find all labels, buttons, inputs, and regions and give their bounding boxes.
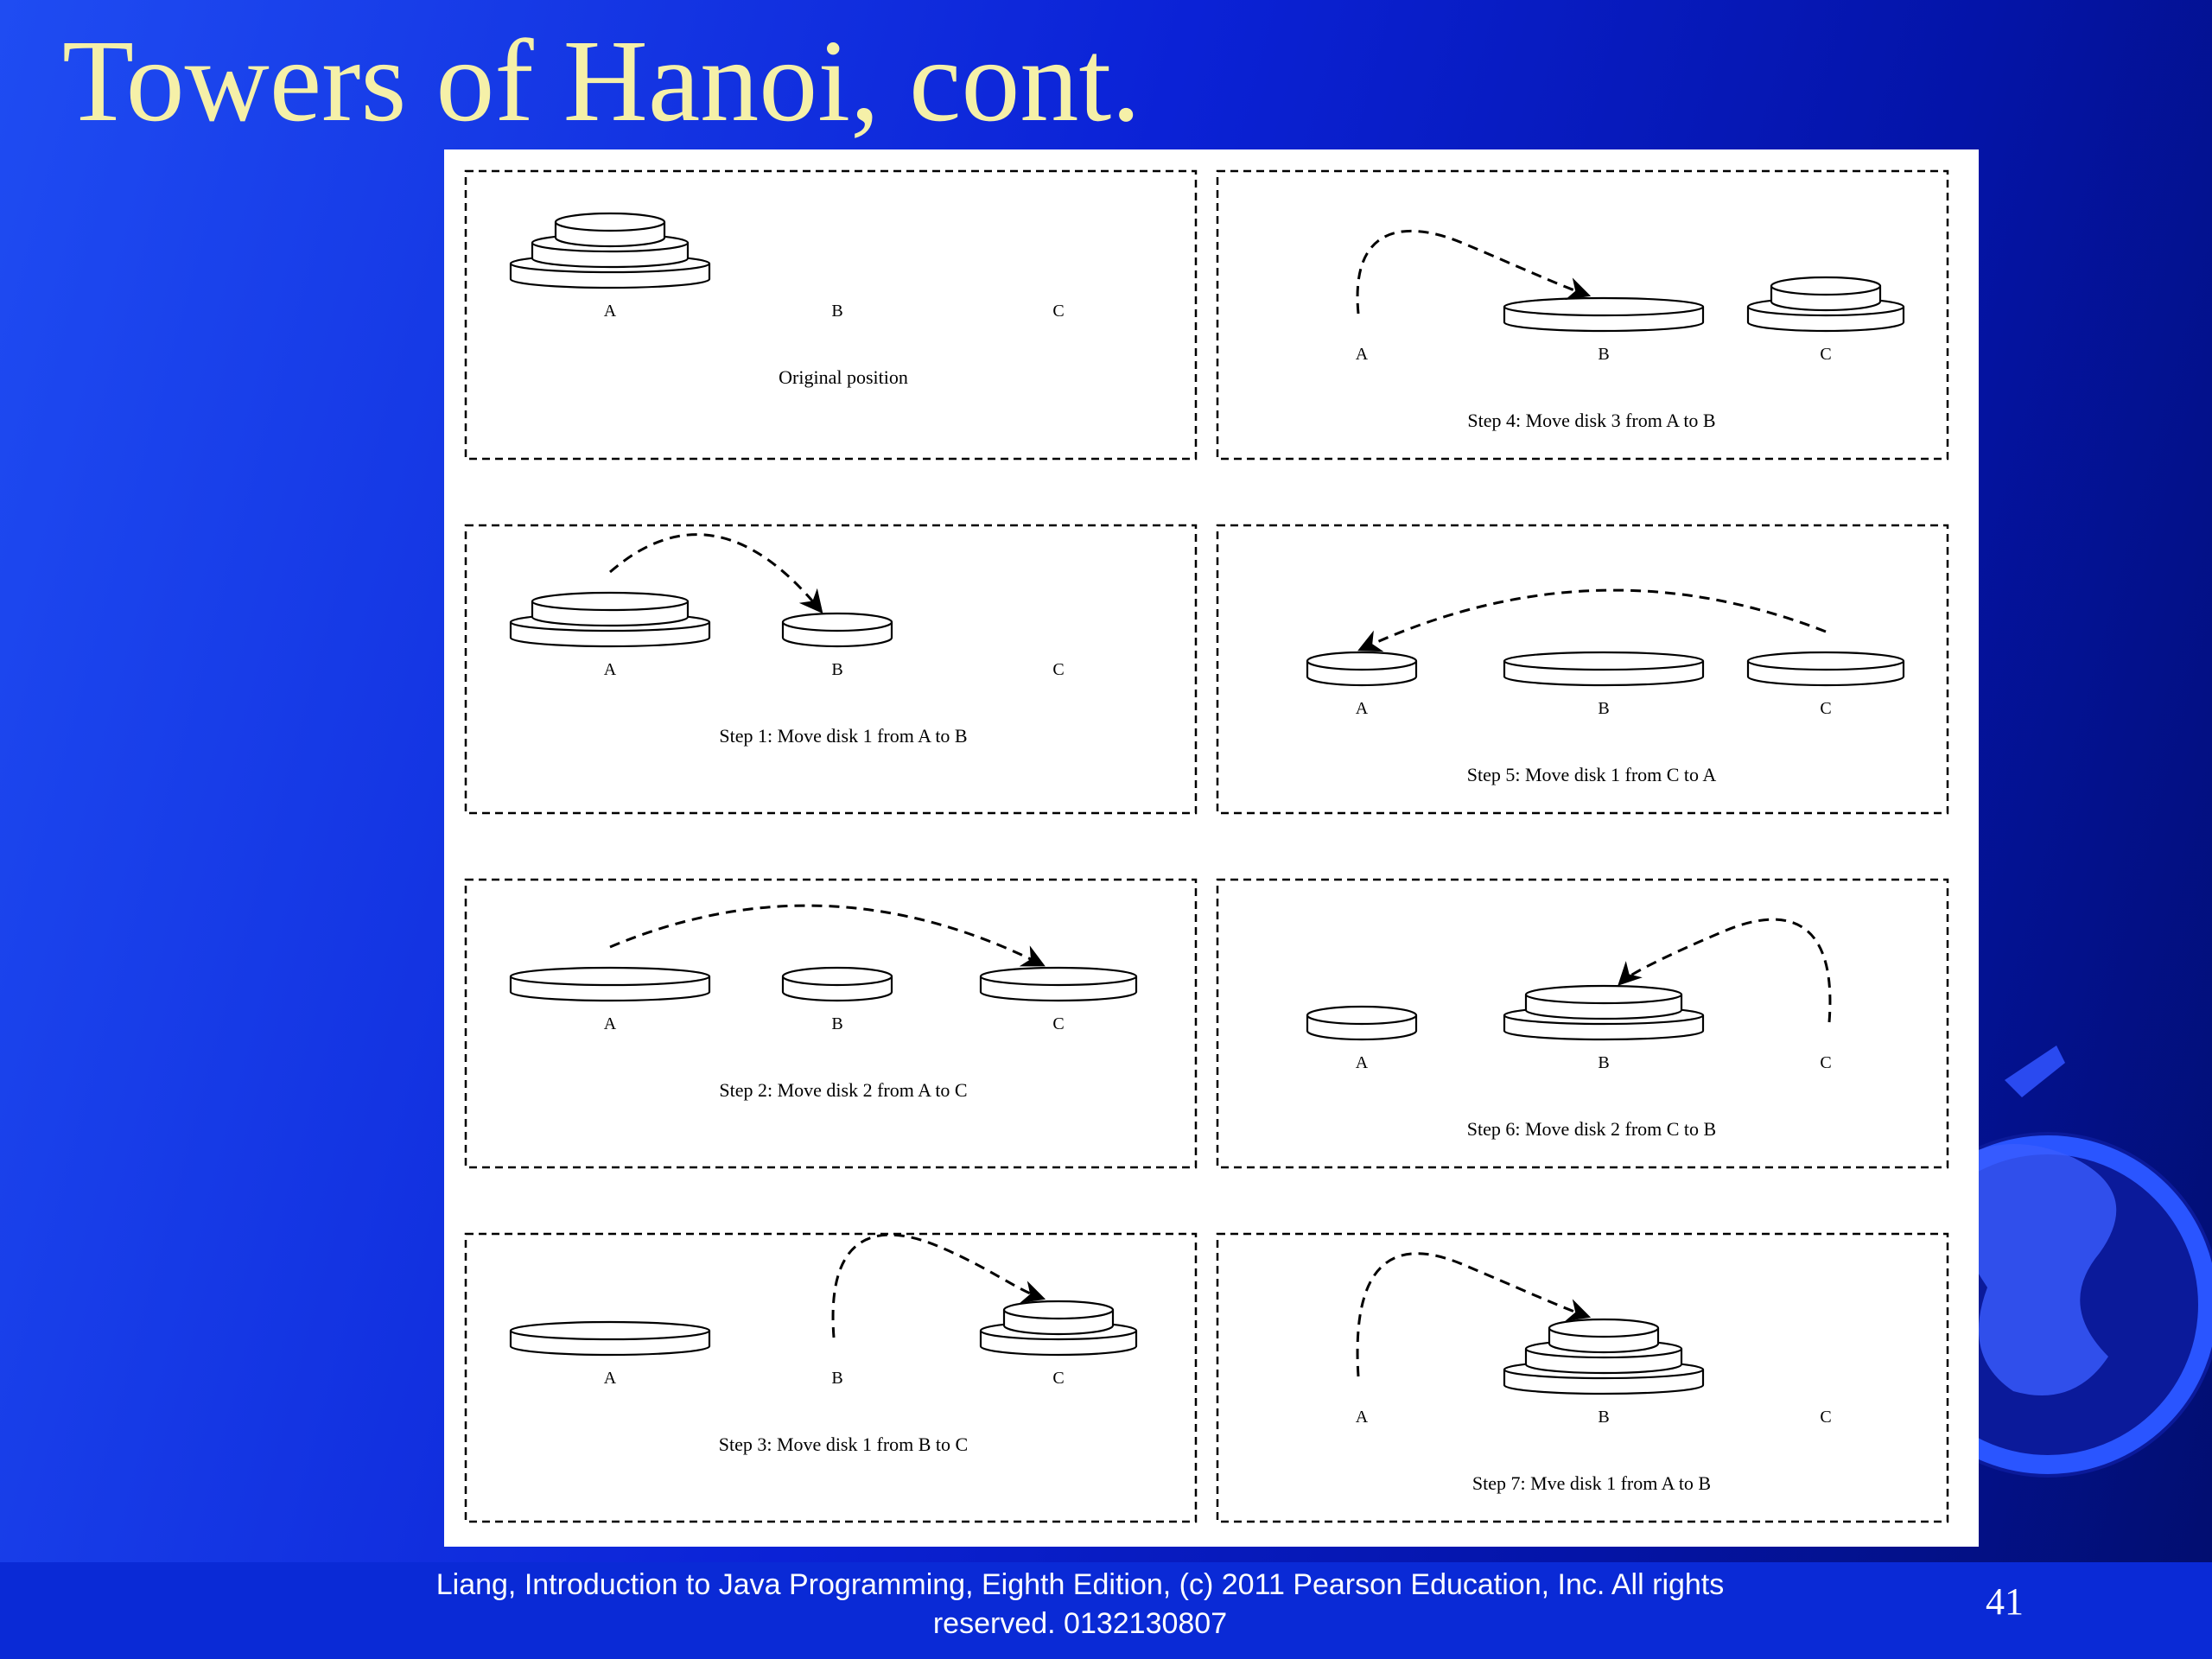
disk-1-peg-C — [1770, 276, 1882, 312]
panel-border — [1216, 878, 1949, 1169]
peg-label-B: B — [1598, 345, 1609, 364]
peg-label-C: C — [1052, 302, 1064, 321]
move-arrow — [1356, 229, 1592, 315]
panel-0: A B C Original position — [464, 169, 1198, 461]
peg-label-C: C — [1820, 345, 1831, 364]
disk-1-peg-A — [554, 212, 666, 248]
panel-caption: Step 3: Move disk 1 from B to C — [719, 1433, 968, 1455]
peg-label-C: C — [1052, 1369, 1064, 1388]
panel-caption: Original position — [779, 366, 908, 388]
panel-border — [1216, 169, 1949, 461]
slide-title: Towers of Hanoi, cont. — [62, 16, 1141, 146]
disk-2-peg-C — [1746, 651, 1905, 687]
panel-7: A B C Step 7: Mve disk 1 from A to B — [1216, 1232, 1949, 1523]
move-arrow — [609, 904, 1046, 967]
panel-1: A B C Step 1: Move disk 1 from A to B — [464, 524, 1198, 815]
disk-3-peg-A — [509, 1320, 711, 1357]
panel-border — [1216, 1232, 1949, 1523]
peg-label-B: B — [831, 1369, 842, 1388]
peg-label-C: C — [1052, 660, 1064, 679]
peg-label-A: A — [1356, 345, 1369, 364]
panel-6: A B C Step 6: Move disk 2 from C to B — [1216, 878, 1949, 1169]
peg-label-B: B — [1598, 1053, 1609, 1072]
disk-3-peg-B — [1503, 651, 1705, 687]
peg-label-C: C — [1052, 1014, 1064, 1033]
panel-border — [464, 524, 1198, 815]
panel-caption: Step 5: Move disk 1 from C to A — [1467, 764, 1717, 785]
panel-2: A B C Step 2: Move disk 2 from A to C — [464, 878, 1198, 1169]
peg-label-A: A — [604, 302, 617, 321]
peg-label-C: C — [1820, 699, 1831, 718]
panel-caption: Step 1: Move disk 1 from A to B — [719, 725, 967, 747]
panel-caption: Step 6: Move disk 2 from C to B — [1467, 1118, 1716, 1140]
peg-label-B: B — [831, 302, 842, 321]
footer-citation: Liang, Introduction to Java Programming,… — [435, 1568, 1725, 1640]
move-arrow — [831, 1233, 1046, 1338]
disk-1-peg-B-moved — [1548, 1318, 1660, 1354]
panel-border — [464, 169, 1198, 461]
disk-2-peg-A — [531, 591, 690, 627]
footer-band — [0, 1562, 2212, 1659]
panel-caption: Step 2: Move disk 2 from A to C — [719, 1079, 967, 1101]
peg-label-A: A — [604, 660, 617, 679]
peg-label-A: A — [1356, 699, 1369, 718]
disk-1-peg-A — [1306, 1005, 1418, 1041]
disk-3-peg-B-moved — [1503, 296, 1705, 333]
peg-label-A: A — [1356, 1053, 1369, 1072]
peg-label-B: B — [831, 1014, 842, 1033]
peg-label-A: A — [604, 1369, 617, 1388]
panel-border — [464, 1232, 1198, 1523]
disk-2-peg-B-moved — [1524, 984, 1683, 1020]
peg-label-B: B — [1598, 1408, 1609, 1427]
move-arrow — [1356, 1252, 1592, 1377]
peg-label-B: B — [1598, 699, 1609, 718]
panel-caption: Step 4: Move disk 3 from A to B — [1467, 410, 1715, 431]
peg-label-C: C — [1820, 1053, 1831, 1072]
panel-border — [464, 878, 1198, 1169]
peg-label-C: C — [1820, 1408, 1831, 1427]
panel-4: A B C Step 4: Move disk 3 from A to B — [1216, 169, 1949, 461]
disk-3-peg-A — [509, 966, 711, 1002]
disk-1-peg-C-moved — [1002, 1300, 1115, 1336]
move-arrow — [1357, 588, 1827, 652]
panel-border — [1216, 524, 1949, 815]
disk-1-peg-A-moved — [1306, 651, 1418, 687]
disk-1-peg-B — [781, 966, 893, 1002]
peg-label-B: B — [831, 660, 842, 679]
page-number: 41 — [1986, 1580, 2024, 1623]
panel-3: A B C Step 3: Move disk 1 from B to C — [464, 1232, 1198, 1523]
panel-5: A B C Step 5: Move disk 1 from C to A — [1216, 524, 1949, 815]
peg-label-A: A — [1356, 1408, 1369, 1427]
panel-caption: Step 7: Mve disk 1 from A to B — [1472, 1472, 1711, 1494]
disk-2-peg-C-moved — [979, 966, 1138, 1002]
disk-1-peg-B-moved — [781, 612, 893, 648]
peg-label-A: A — [604, 1014, 617, 1033]
